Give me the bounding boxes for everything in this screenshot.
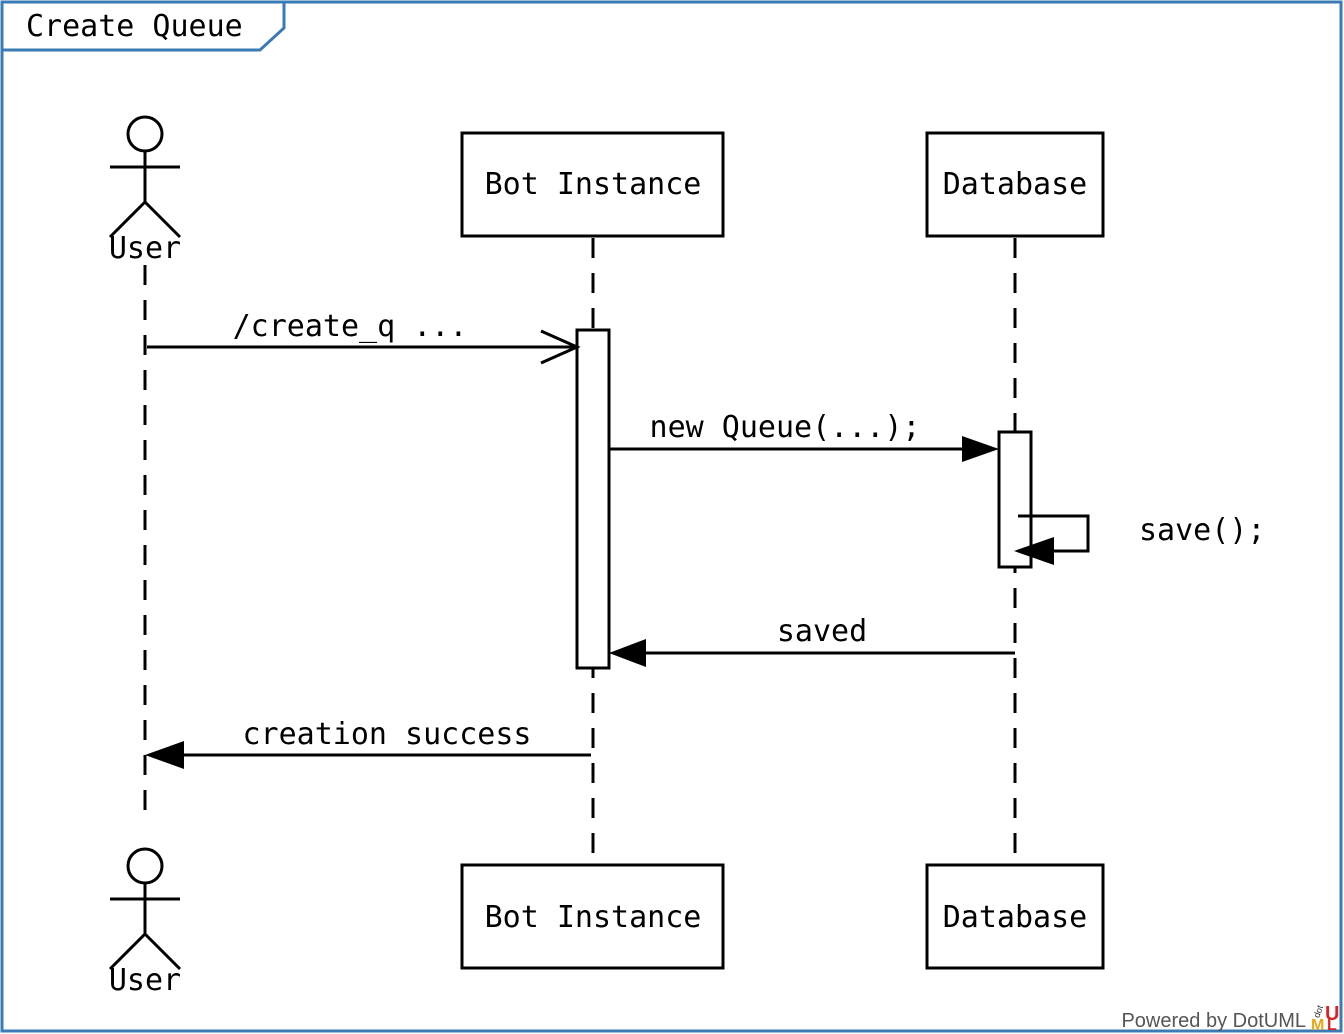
message-save-label: save();	[1139, 513, 1265, 548]
svg-text:L: L	[1327, 1017, 1337, 1034]
participant-bot-instance-bottom-label: Bot Instance	[485, 900, 702, 935]
frame-title-tab	[0, 0, 286, 52]
participant-database-bottom	[925, 863, 1105, 970]
message-saved-label: saved	[777, 614, 867, 649]
svg-text:U: U	[1325, 1003, 1339, 1025]
message-new-queue-label: new Queue(...);	[650, 410, 921, 445]
powered-by-text: Powered by DotUML	[1121, 1010, 1306, 1032]
participant-database-bottom-label: Database	[943, 900, 1088, 935]
message-save-line	[1018, 514, 1090, 553]
participant-bot-instance-top	[460, 131, 725, 238]
participant-database-top	[925, 131, 1105, 238]
svg-text:M: M	[1311, 1017, 1324, 1034]
svg-text:dot: dot	[1311, 1003, 1325, 1019]
actor-user-bottom-label: User	[109, 963, 181, 998]
message-save-arrowhead	[1014, 537, 1054, 565]
frame-title: Create Queue	[26, 9, 243, 44]
participant-bot-instance-bottom	[460, 863, 725, 970]
message-create-q-label: /create_q ...	[233, 309, 468, 344]
message-creation-success-label: creation success	[243, 717, 532, 752]
actor-user-top-label: User	[109, 231, 181, 266]
activation-bot-instance	[575, 328, 611, 670]
participant-database-top-label: Database	[943, 167, 1088, 202]
message-creation-success-arrowhead	[145, 741, 184, 769]
actor-user-top	[108, 115, 182, 239]
actor-user-bottom	[108, 847, 182, 971]
message-new-queue-arrowhead	[962, 436, 999, 462]
message-saved-arrowhead	[609, 639, 646, 667]
dotuml-logo-icon: dot U M L	[1311, 1003, 1339, 1034]
participant-bot-instance-top-label: Bot Instance	[485, 167, 702, 202]
message-create-q-arrowhead	[540, 329, 581, 365]
activation-database	[997, 430, 1033, 569]
